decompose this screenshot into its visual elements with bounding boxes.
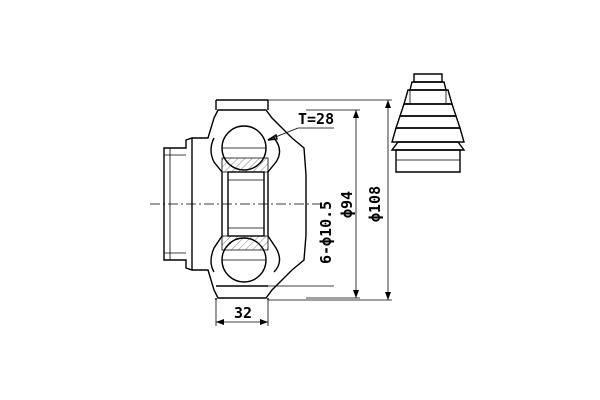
bolt-circle-label: ϕ94: [338, 191, 356, 218]
width-label: 32: [234, 304, 252, 322]
boot-bellows: [390, 73, 466, 173]
joint-section-view: [150, 99, 330, 300]
dimensions: [215, 99, 392, 326]
outer-diameter-label: ϕ108: [366, 186, 384, 222]
cage-outline: [210, 137, 223, 273]
housing-outline: [192, 109, 307, 299]
upper-race-hatch: [221, 157, 269, 173]
bolt-holes-label: 6-ϕ10.5: [317, 201, 335, 264]
lower-race-hatch: [221, 235, 269, 251]
thickness-label: T=28: [298, 110, 334, 128]
